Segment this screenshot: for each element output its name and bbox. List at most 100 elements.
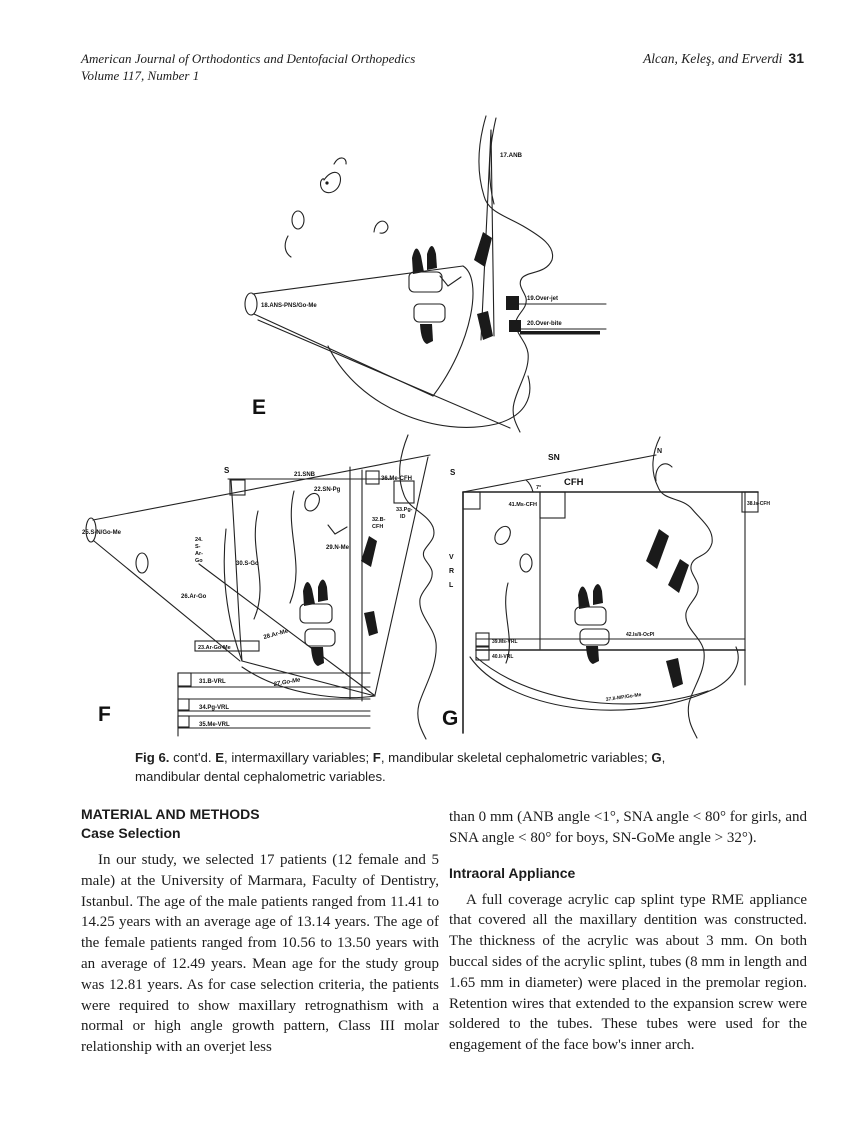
label-pg-id-2: ID	[400, 514, 406, 520]
label-ii-vrl: 40.Ii-VRL	[492, 654, 513, 660]
caption-part-7: , mandibular dental cephalometric variab…	[135, 750, 666, 784]
label-b-vrl: 31.B-VRL	[199, 679, 226, 685]
label-g-vrl-v: V	[449, 554, 454, 561]
f-s-corner-box	[229, 479, 246, 496]
label-me-cfh: 36.Me-CFH	[381, 476, 412, 482]
body-columns: MATERIAL AND METHODS Case Selection In o…	[81, 805, 807, 1058]
g-orbit-ellipse	[519, 553, 533, 573]
g-is-cfh-box	[741, 491, 759, 513]
f-incisor-lower	[364, 611, 378, 636]
subsection-case-selection: Case Selection	[81, 825, 181, 841]
f-posterior-border	[223, 528, 243, 662]
g-sella-loop	[494, 525, 511, 545]
f-gonial-label-box	[194, 640, 260, 652]
f-orbit-ellipse	[135, 552, 149, 574]
g-angle-arc	[525, 479, 534, 493]
f-molar-root-lower	[311, 647, 324, 666]
e-v-mark	[439, 275, 462, 287]
caption-part-6: G	[651, 750, 662, 765]
e-molar-crown-upper	[408, 271, 443, 293]
f-molar-root-2	[318, 579, 328, 602]
panel-letter-e: E	[252, 396, 266, 419]
g-mandible-outline	[469, 646, 739, 711]
e-molar-root-lower	[420, 324, 433, 344]
e-check-squiggle	[284, 235, 292, 258]
e-sella-dot	[325, 181, 329, 185]
e-orbit-ellipse	[291, 210, 305, 230]
panel-letter-f: F	[98, 703, 111, 726]
figure-g-tracing: S SN N CFH 7° V R L 41.Ms-CFH 38.Is-CFH …	[442, 436, 770, 739]
label-g-cfh: CFH	[564, 477, 584, 488]
label-overjet: 19.Over-jet	[527, 296, 558, 302]
label-pg-id-1: 33.Pg-	[396, 507, 413, 513]
label-go-me: 27.Go-Me	[272, 677, 301, 688]
g-sn-line	[462, 454, 657, 493]
label-is-cfh: 38.Is-CFH	[747, 501, 770, 507]
e-maxilla-curve	[432, 265, 474, 397]
f-sella-loop	[304, 492, 320, 512]
label-s-go: 30.S-Go	[236, 561, 259, 567]
label-ii-mp: 37.Ii-MP/Go-Me	[605, 692, 642, 703]
f-molar-crown-lower	[304, 628, 336, 647]
g-tracing-lines	[462, 436, 759, 739]
e-molar-root-2	[427, 246, 437, 270]
f-molar-crown-upper	[299, 603, 333, 624]
label-g-s-point: S	[450, 468, 456, 477]
f-profile-outline	[399, 434, 437, 740]
label-ms-cfh: 41.Ms-CFH	[509, 502, 537, 508]
g-incisor-lower	[666, 658, 683, 688]
e-gome-diagonal	[257, 319, 511, 429]
e-hook-squiggle	[333, 157, 347, 165]
label-articular-2: S-	[195, 544, 201, 550]
label-ar-go: 26.Ar-Go	[181, 594, 207, 600]
label-interincisal: 42.Is/Ii-OcPl	[626, 632, 655, 638]
g-molar-crown-upper	[574, 606, 607, 626]
g-s-corner-box	[462, 491, 481, 510]
f-squiggle-1	[253, 510, 261, 620]
e-cone-upper-edge	[252, 265, 464, 295]
label-palatal-plane: 18.ANS-PNS/Go-Me	[261, 303, 317, 309]
label-sn-gome: 25.S-N/Go-Me	[82, 530, 122, 536]
g-molar-root-1	[578, 586, 590, 609]
journal-title: American Journal of Orthodontics and Den…	[81, 51, 416, 66]
caption-part-5: , mandibular skeletal cephalometric vari…	[380, 750, 652, 765]
e-incisor-lower	[477, 311, 493, 340]
f-incisor-upper	[361, 536, 377, 567]
figure-e-tracing: 17.ANB 18.ANS-PNS/Go-Me 19.Over-jet 20.O…	[244, 115, 607, 433]
subsection-intraoral-appliance: Intraoral Appliance	[449, 864, 576, 881]
paragraph-continued: than 0 mm (ANB angle <1°, SNA angle < 80…	[449, 809, 807, 846]
page-number: 31	[788, 50, 804, 66]
g-profile-outline	[652, 436, 713, 739]
running-header: American Journal of Orthodontics and Den…	[81, 50, 804, 84]
label-b-cfh-1: 32.B-	[372, 517, 386, 523]
label-g-vrl-r: R	[449, 568, 454, 575]
e-sella-squiggle	[320, 171, 342, 194]
f-tracing-lines	[85, 434, 437, 740]
label-s-point: S	[224, 466, 230, 475]
label-anb: 17.ANB	[500, 152, 523, 159]
f-cone-lower-edge	[93, 540, 241, 662]
right-column: than 0 mm (ANB angle <1°, SNA angle < 80…	[449, 805, 807, 1058]
label-overbite: 20.Over-bite	[527, 321, 562, 327]
paragraph-case-selection: In our study, we selected 17 patients (1…	[81, 852, 439, 1056]
g-incisor-upper-2	[668, 559, 689, 593]
e-molar-root-1	[412, 248, 424, 274]
caption-part-1: cont'd.	[169, 750, 216, 765]
g-squiggle-1	[505, 582, 510, 664]
label-snb: 21.SNB	[294, 472, 316, 478]
e-condyle-squiggle	[373, 220, 389, 234]
f-bar2-box	[177, 698, 190, 711]
figure-caption: Fig 6. cont'd. E, intermaxillary variabl…	[135, 748, 697, 786]
label-sn-pg: 22.SN-Pg	[314, 487, 341, 493]
f-n-me-diagonal	[374, 456, 429, 696]
label-n-me: 29.N-Me	[326, 545, 350, 551]
label-articular-1: 24.	[195, 537, 203, 543]
label-g-n-point: N	[657, 448, 662, 455]
e-overbite-bar	[520, 331, 600, 335]
f-me-cfh-box	[365, 470, 380, 485]
g-molar-crown-lower	[579, 628, 610, 646]
label-gonial-angle: 23.Ar-Go-Me	[198, 645, 231, 651]
e-incisor-block-lower	[509, 320, 521, 332]
label-articular-3: Ar-	[195, 551, 203, 557]
